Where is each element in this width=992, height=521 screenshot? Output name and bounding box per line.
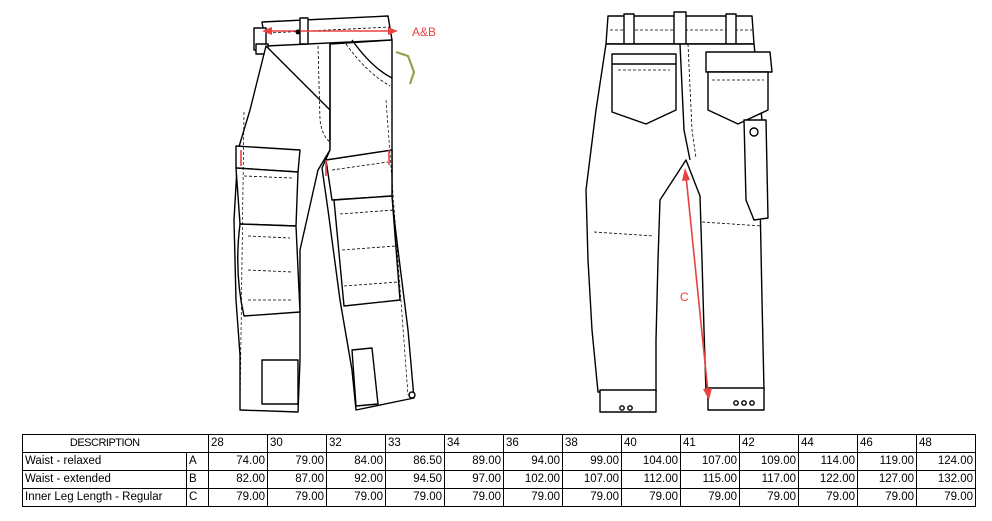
size-header: 44 (798, 434, 858, 453)
measure-cell: 94.50 (385, 470, 445, 489)
measure-cell: 84.00 (326, 452, 386, 471)
size-header: 41 (680, 434, 740, 453)
row-code: A (186, 452, 209, 471)
measure-cell: 107.00 (562, 470, 622, 489)
measure-cell: 79.00 (621, 488, 681, 507)
measure-cell: 86.50 (385, 452, 445, 471)
inner-leg-measure-label: C (680, 290, 689, 304)
row-description: Inner Leg Length - Regular (22, 488, 187, 507)
measure-cell: 124.00 (916, 452, 976, 471)
measure-cell: 127.00 (857, 470, 917, 489)
trousers-technical-drawing: A&B C (233, 11, 773, 413)
measure-cell: 119.00 (857, 452, 917, 471)
measure-cell: 79.00 (326, 488, 386, 507)
measure-cell: 102.00 (503, 470, 563, 489)
row-code: B (186, 470, 209, 489)
size-header: 28 (208, 434, 268, 453)
size-chart-table: DESCRIPTION 28 30 32 33 34 36 38 40 41 4… (22, 434, 976, 507)
measure-cell: 112.00 (621, 470, 681, 489)
measure-cell: 82.00 (208, 470, 268, 489)
measure-cell: 115.00 (680, 470, 740, 489)
measure-cell: 79.00 (444, 488, 504, 507)
measure-cell: 79.00 (562, 488, 622, 507)
size-header: 42 (739, 434, 799, 453)
measure-cell: 79.00 (503, 488, 563, 507)
waist-measure-label: A&B (412, 25, 436, 39)
size-header: 33 (385, 434, 445, 453)
measure-cell: 79.00 (385, 488, 445, 507)
back-view-trousers (585, 11, 773, 413)
size-header: 46 (857, 434, 917, 453)
waist-measure-arrow (262, 27, 398, 35)
measure-cell: 97.00 (444, 470, 504, 489)
row-description: Waist - relaxed (22, 452, 187, 471)
measure-cell: 122.00 (798, 470, 858, 489)
size-header: 30 (267, 434, 327, 453)
size-header: 48 (916, 434, 976, 453)
measure-cell: 79.00 (267, 488, 327, 507)
description-header: DESCRIPTION (22, 434, 187, 453)
size-header: 38 (562, 434, 622, 453)
front-view-trousers (233, 15, 416, 413)
size-header: 32 (326, 434, 386, 453)
measure-cell: 99.00 (562, 452, 622, 471)
measure-cell: 117.00 (739, 470, 799, 489)
measure-cell: 79.00 (857, 488, 917, 507)
measure-cell: 109.00 (739, 452, 799, 471)
row-code: C (186, 488, 209, 507)
measure-cell: 87.00 (267, 470, 327, 489)
inner-leg-measure-arrow (682, 168, 712, 400)
measure-cell: 94.00 (503, 452, 563, 471)
size-header-row: DESCRIPTION 28 30 32 33 34 36 38 40 41 4… (22, 434, 976, 453)
row-description: Waist - extended (22, 470, 187, 489)
size-header: 36 (503, 434, 563, 453)
size-header: 40 (621, 434, 681, 453)
measure-cell: 79.00 (798, 488, 858, 507)
measure-cell: 79.00 (916, 488, 976, 507)
table-row: Inner Leg Length - Regular C 79.00 79.00… (22, 488, 976, 507)
measure-cell: 79.00 (208, 488, 268, 507)
measure-cell: 74.00 (208, 452, 268, 471)
table-row: Waist - relaxed A 74.00 79.00 84.00 86.5… (22, 452, 976, 471)
measure-cell: 79.00 (267, 452, 327, 471)
measure-cell: 92.00 (326, 470, 386, 489)
measure-cell: 79.00 (739, 488, 799, 507)
measure-cell: 107.00 (680, 452, 740, 471)
measure-cell: 104.00 (621, 452, 681, 471)
size-header: 34 (444, 434, 504, 453)
measure-cell: 132.00 (916, 470, 976, 489)
code-header (186, 434, 209, 453)
measure-cell: 79.00 (680, 488, 740, 507)
table-row: Waist - extended B 82.00 87.00 92.00 94.… (22, 470, 976, 489)
measure-cell: 89.00 (444, 452, 504, 471)
measure-cell: 114.00 (798, 452, 858, 471)
